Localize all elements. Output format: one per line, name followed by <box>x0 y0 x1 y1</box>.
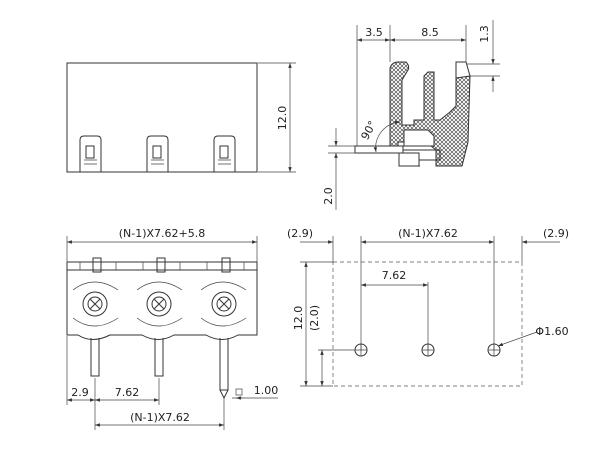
bottom-pin-label: 1.00 <box>254 384 279 397</box>
pcb-hole-label: Φ1.60 <box>535 325 568 338</box>
front-contact-1 <box>79 135 102 172</box>
pcb-height-label: 12.0 <box>292 306 305 331</box>
screw-3 <box>211 291 237 317</box>
front-view: 12.0 <box>66 62 296 173</box>
pcb-left-margin-label: (2.9) <box>287 227 313 240</box>
side-view: 3.5 8.5 1.3 90° 2.0 <box>322 20 500 210</box>
pcb-span-label: (N-1)X7.62 <box>398 227 458 240</box>
pcb-layout-view: (2.9) (N-1)X7.62 (2.9) 7.62 Φ1.60 12.0 (… <box>287 227 569 387</box>
pcb-right-margin-label: (2.9) <box>543 227 569 240</box>
bottom-pitch-label: 7.62 <box>115 386 140 399</box>
screw-1 <box>82 291 108 317</box>
side-dim-3-5: 3.5 <box>365 26 383 39</box>
pcb-offset-label: (2.0) <box>308 305 321 331</box>
side-dim-8-5: 8.5 <box>421 26 439 39</box>
side-dim-2-0: 2.0 <box>322 187 335 205</box>
pcb-pitch-label: 7.62 <box>382 269 407 282</box>
bottom-overall-label: (N-1)X7.62+5.8 <box>119 227 206 240</box>
bottom-total-label: (N-1)X7.62 <box>130 411 190 424</box>
side-dim-1-3: 1.3 <box>478 25 491 43</box>
front-contact-3 <box>213 135 236 172</box>
front-height-label: 12.0 <box>276 106 289 131</box>
front-contact-2 <box>146 135 169 172</box>
side-angle-label: 90° <box>359 119 380 142</box>
terminal-front-view: (N-1)X7.62+5.8 <box>66 227 279 430</box>
screw-2 <box>146 291 172 317</box>
bottom-edge-label: 2.9 <box>71 386 89 399</box>
